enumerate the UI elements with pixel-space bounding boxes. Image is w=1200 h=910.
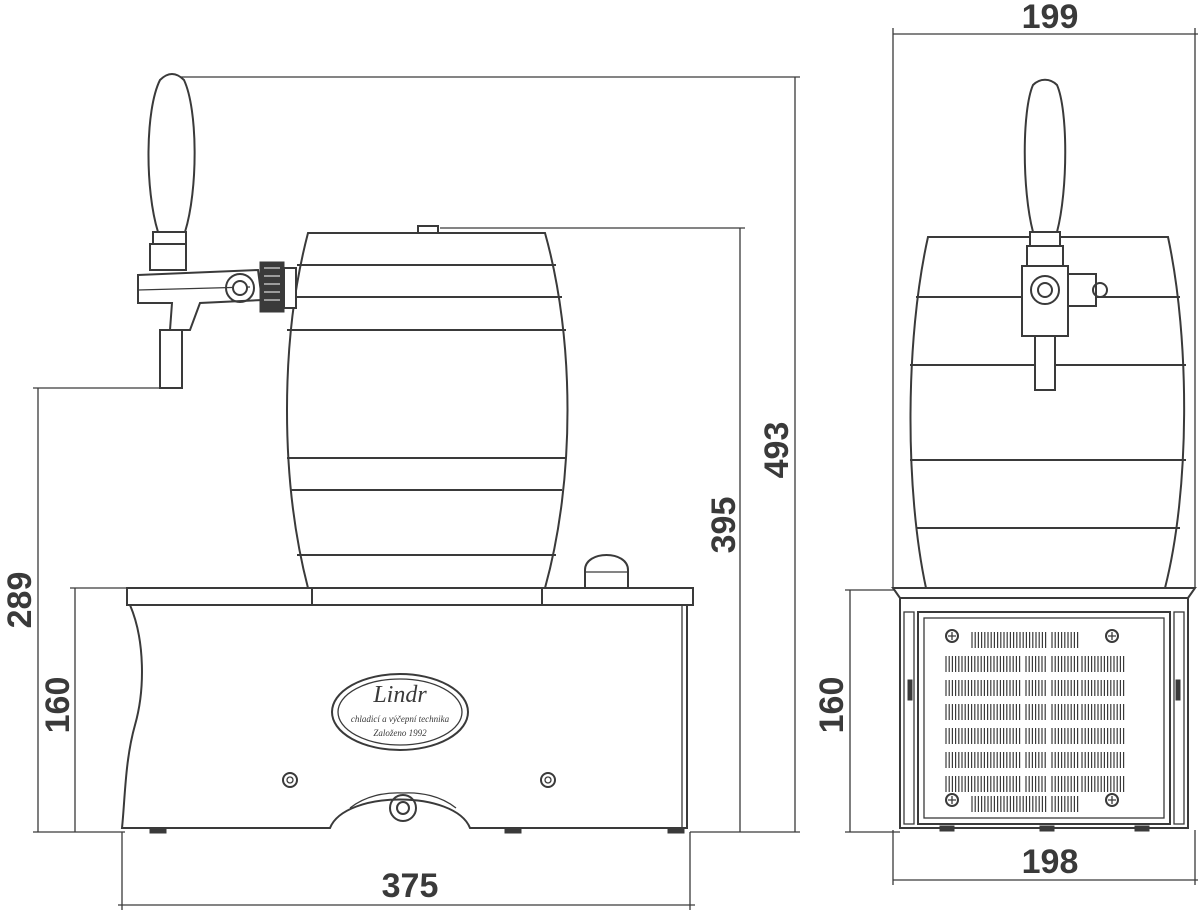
dim-base-height-side: 160 <box>39 677 77 734</box>
front-base <box>891 587 1197 832</box>
dim-front-top-width: 199 <box>1022 0 1079 36</box>
ventilation-grille <box>945 632 1125 812</box>
side-dimension-lines <box>33 76 800 910</box>
front-screw-br <box>1105 793 1119 807</box>
logo-line1: chladicí a výčepní technika <box>351 714 450 724</box>
front-screw-tl <box>945 629 959 643</box>
logo-line2: Založeno 1992 <box>373 728 427 738</box>
front-screw-bl <box>945 793 959 807</box>
front-dimension-lines <box>845 28 1198 885</box>
side-faucet <box>137 261 297 389</box>
side-base-top-plate <box>126 587 694 606</box>
side-valve-knob <box>584 554 629 589</box>
dim-front-bottom-width: 198 <box>1022 843 1079 881</box>
front-view: 199 198 160 <box>813 0 1198 885</box>
logo-brand: Lindr <box>372 682 427 708</box>
front-screw-tr <box>1105 629 1119 643</box>
side-base-body <box>120 604 688 829</box>
dim-total-height: 493 <box>758 422 796 479</box>
side-view: Lindr chladicí a výčepní technika Založe… <box>1 73 800 910</box>
side-screw-left <box>282 772 298 788</box>
front-tap <box>1021 78 1108 391</box>
brand-logo: Lindr chladicí a výčepní technika Založe… <box>331 673 469 751</box>
dim-tap-height: 289 <box>1 572 39 629</box>
dim-base-height-front: 160 <box>813 677 851 734</box>
drain-fitting <box>349 792 457 822</box>
side-screw-right <box>540 772 556 788</box>
dim-keg-height: 395 <box>705 497 743 554</box>
dim-side-width: 375 <box>382 867 439 905</box>
side-tap-handle <box>147 73 196 271</box>
side-keg <box>286 225 569 589</box>
